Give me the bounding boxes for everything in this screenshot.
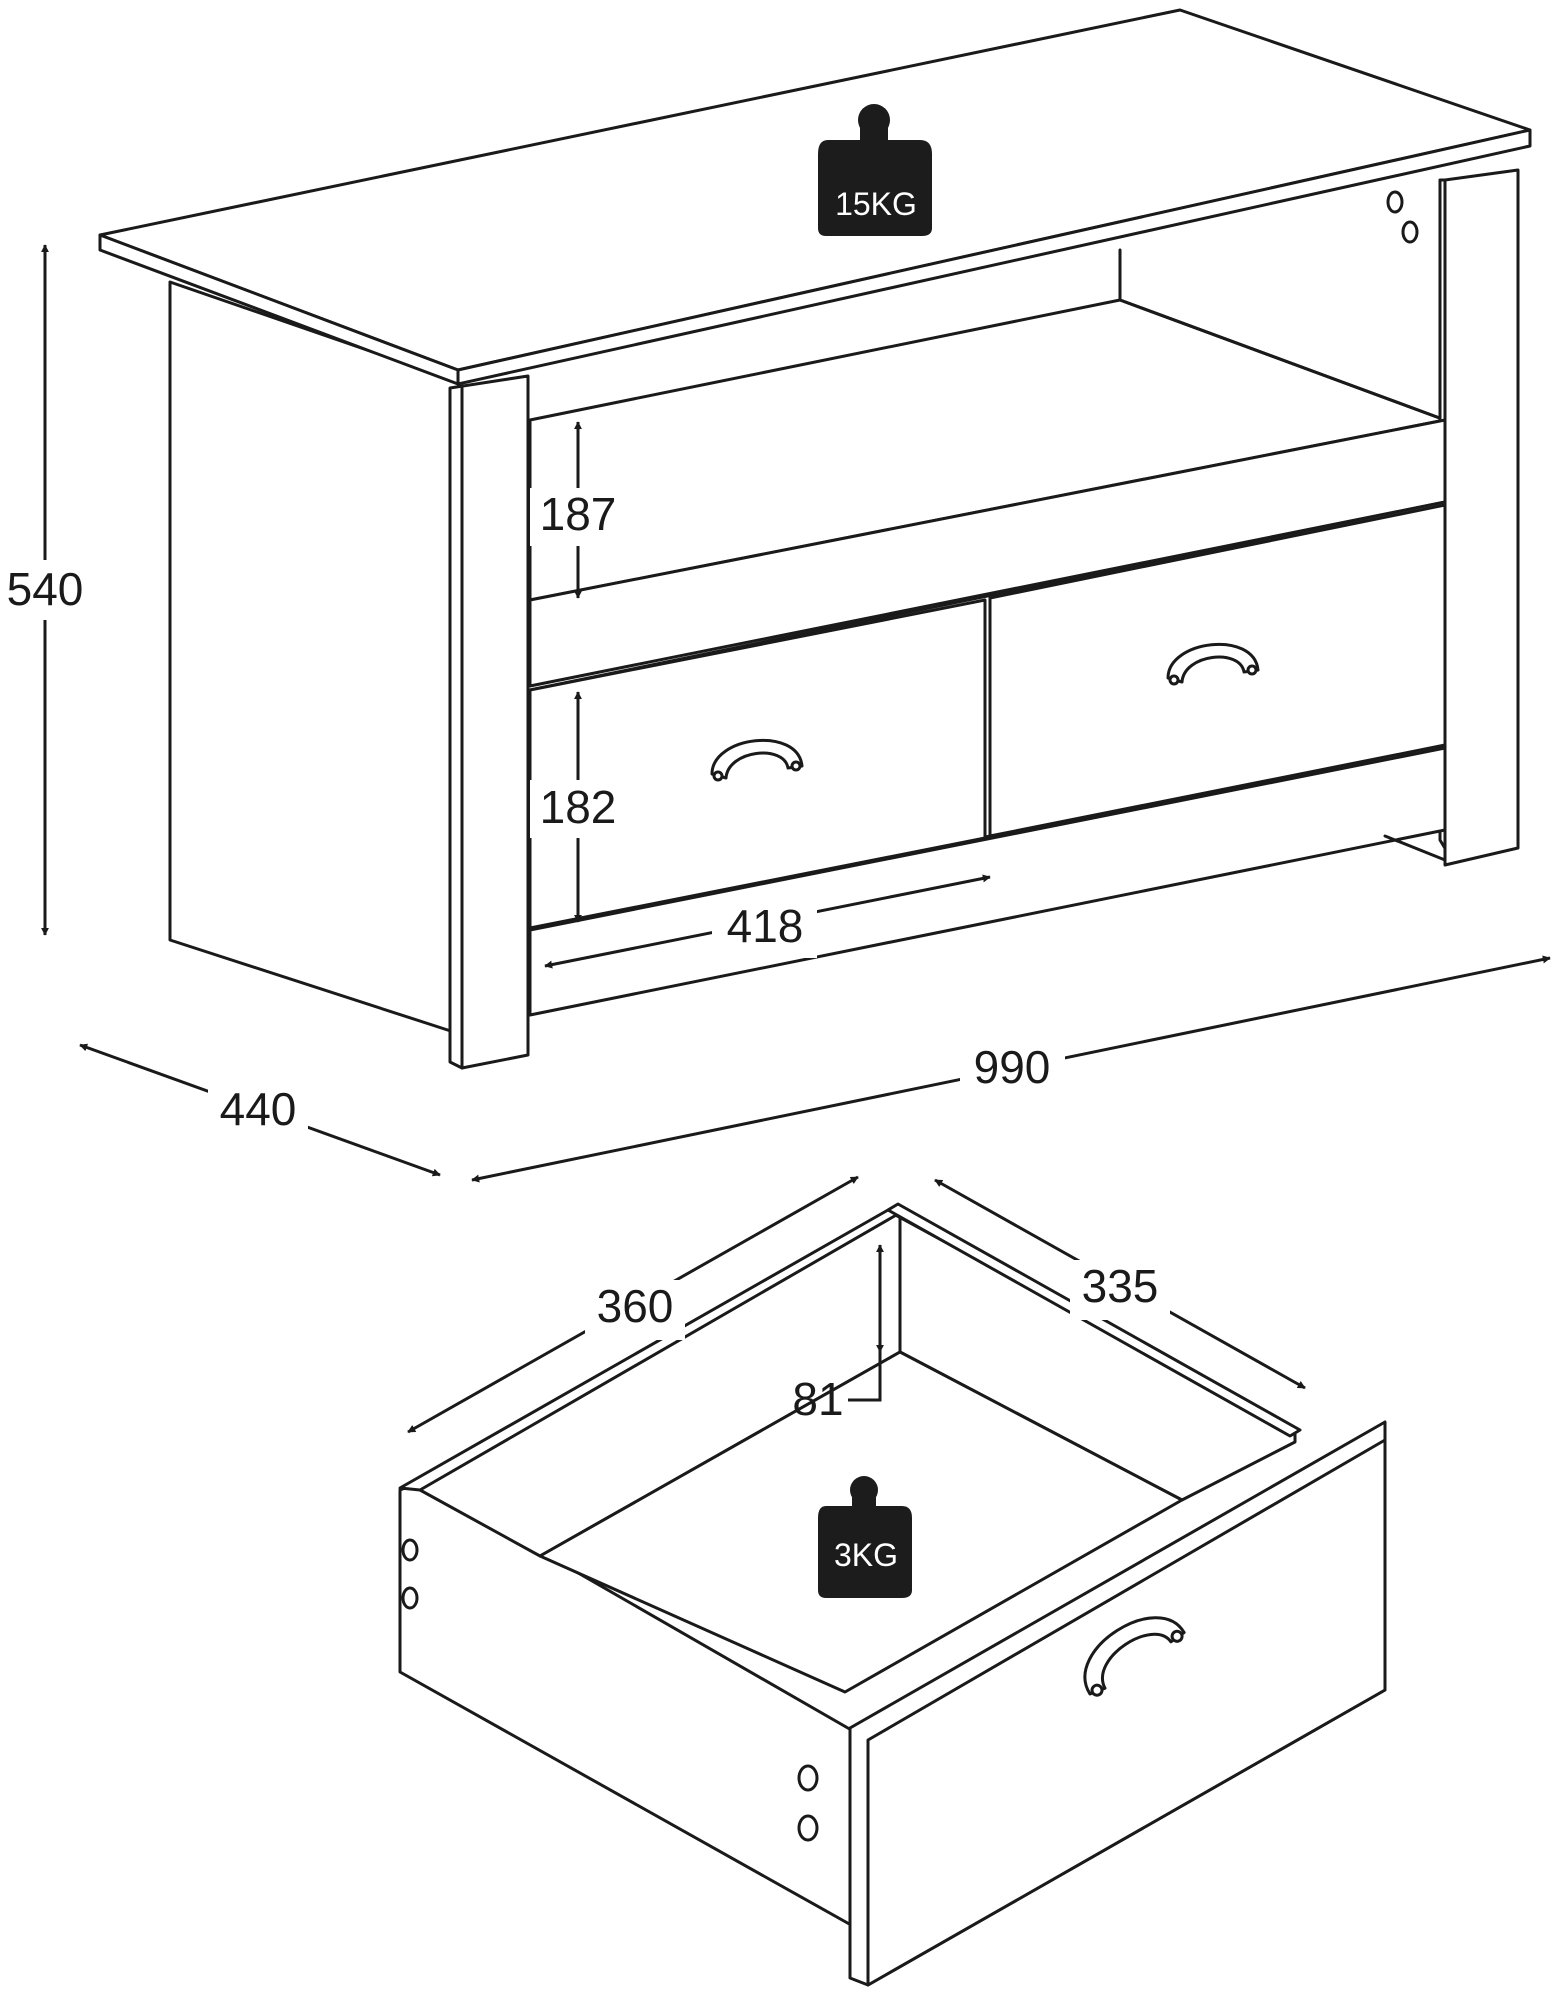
dowel-hole — [797, 1764, 819, 1792]
top-load-weight-icon: 15KG — [818, 104, 932, 236]
depth-label: 440 — [220, 1083, 297, 1135]
drawer-length-label: 360 — [597, 1280, 674, 1332]
dimension-lines: 540 187 182 418 440 990 — [0, 244, 1551, 1183]
shelf-floor-edge — [1118, 298, 1447, 422]
table-top-side-edge — [456, 128, 1532, 386]
shelf-pin-hole — [1401, 220, 1419, 244]
drawer-inner-height-leader — [848, 1352, 882, 1402]
width-label: 990 — [974, 1041, 1051, 1093]
cup-handle-icon — [1083, 1616, 1186, 1697]
shelf-pin-hole — [1386, 190, 1404, 214]
drawer-width-label: 335 — [1082, 1260, 1159, 1312]
drawer-load-weight-icon: 3KG — [818, 1476, 912, 1598]
drawer-inner-height-label: 81 — [792, 1373, 843, 1425]
dowel-hole — [401, 1586, 419, 1610]
drawer-load-label: 3KG — [834, 1537, 898, 1573]
drawer-front-panel-face — [866, 1438, 1387, 1987]
left-side-panel — [168, 280, 462, 1036]
dowel-hole — [797, 1814, 819, 1842]
drawer-front-height-label: 182 — [540, 781, 617, 833]
drawer-dimension-lines: 360 335 81 — [407, 1175, 1306, 1434]
dowel-hole — [401, 1538, 419, 1562]
height-label: 540 — [7, 563, 84, 615]
right-front-leg — [1443, 168, 1520, 867]
plinth-edge — [1383, 834, 1447, 862]
right-drawer-front — [988, 503, 1447, 838]
top-load-label: 15KG — [835, 186, 917, 222]
shelf-height-label: 187 — [540, 488, 617, 540]
cup-handle-icon — [710, 738, 804, 782]
drawer-front-width-label: 418 — [727, 900, 804, 952]
cup-handle-icon — [1166, 642, 1260, 686]
